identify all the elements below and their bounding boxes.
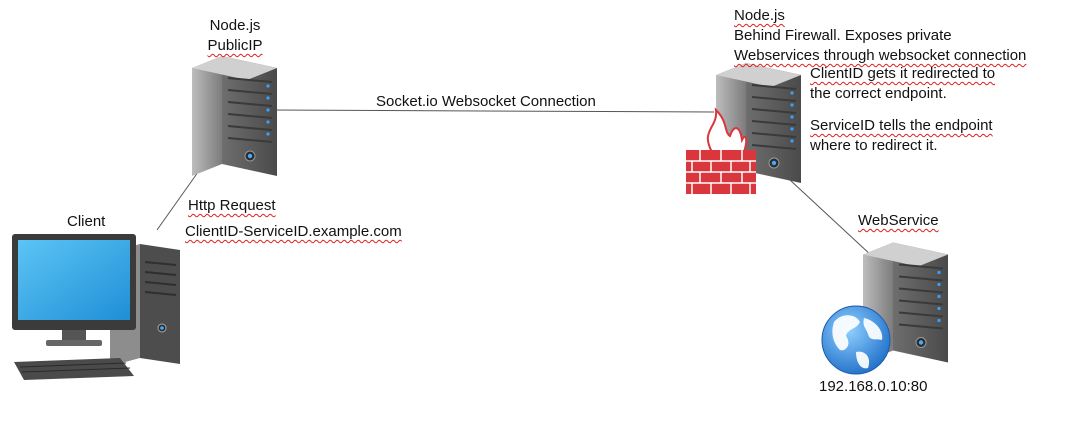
http-request-host: ClientID-ServiceID.example.com — [185, 223, 402, 240]
clientid-note-line1: ClientID gets it redirected to — [810, 65, 996, 82]
clientid-note-line2: the correct endpoint. — [810, 85, 947, 102]
client-title: Client — [67, 213, 106, 230]
clientid-note: ClientID gets it redirected to the corre… — [810, 64, 995, 104]
connection-text: Socket.io Websocket Connection — [376, 93, 596, 110]
public-server-icon — [192, 56, 277, 176]
keyboard — [14, 358, 134, 380]
monitor — [12, 234, 136, 346]
client-label: Client — [67, 212, 105, 232]
firewall-icon — [686, 107, 756, 194]
private-server-title: Node.js — [734, 7, 785, 24]
serviceid-note: ServiceID tells the endpoint where to re… — [810, 116, 993, 156]
connection-label: Socket.io Websocket Connection — [376, 92, 596, 112]
private-server-label: Node.js Behind Firewall. Exposes private… — [734, 6, 1026, 66]
public-server-title: Node.js — [209, 17, 261, 34]
serviceid-note-line2: where to redirect it. — [810, 137, 938, 154]
webservice-address: 192.168.0.10:80 — [819, 378, 928, 395]
private-to-webservice-line — [789, 179, 873, 257]
public-server-subtitle: PublicIP — [207, 37, 263, 54]
http-request-label: Http Request — [188, 197, 276, 214]
public-server-label: Node.js PublicIP — [195, 16, 275, 56]
serviceid-note-line1: ServiceID tells the endpoint — [810, 117, 993, 134]
webservice-label: WebService — [858, 212, 939, 229]
private-server-line2: Webservices through websocket connection — [734, 47, 1027, 64]
private-server-line1: Behind Firewall. Exposes private — [734, 27, 952, 44]
websocket-connection-line — [269, 109, 715, 113]
globe-icon — [821, 305, 891, 375]
client-computer-icon — [12, 234, 180, 380]
